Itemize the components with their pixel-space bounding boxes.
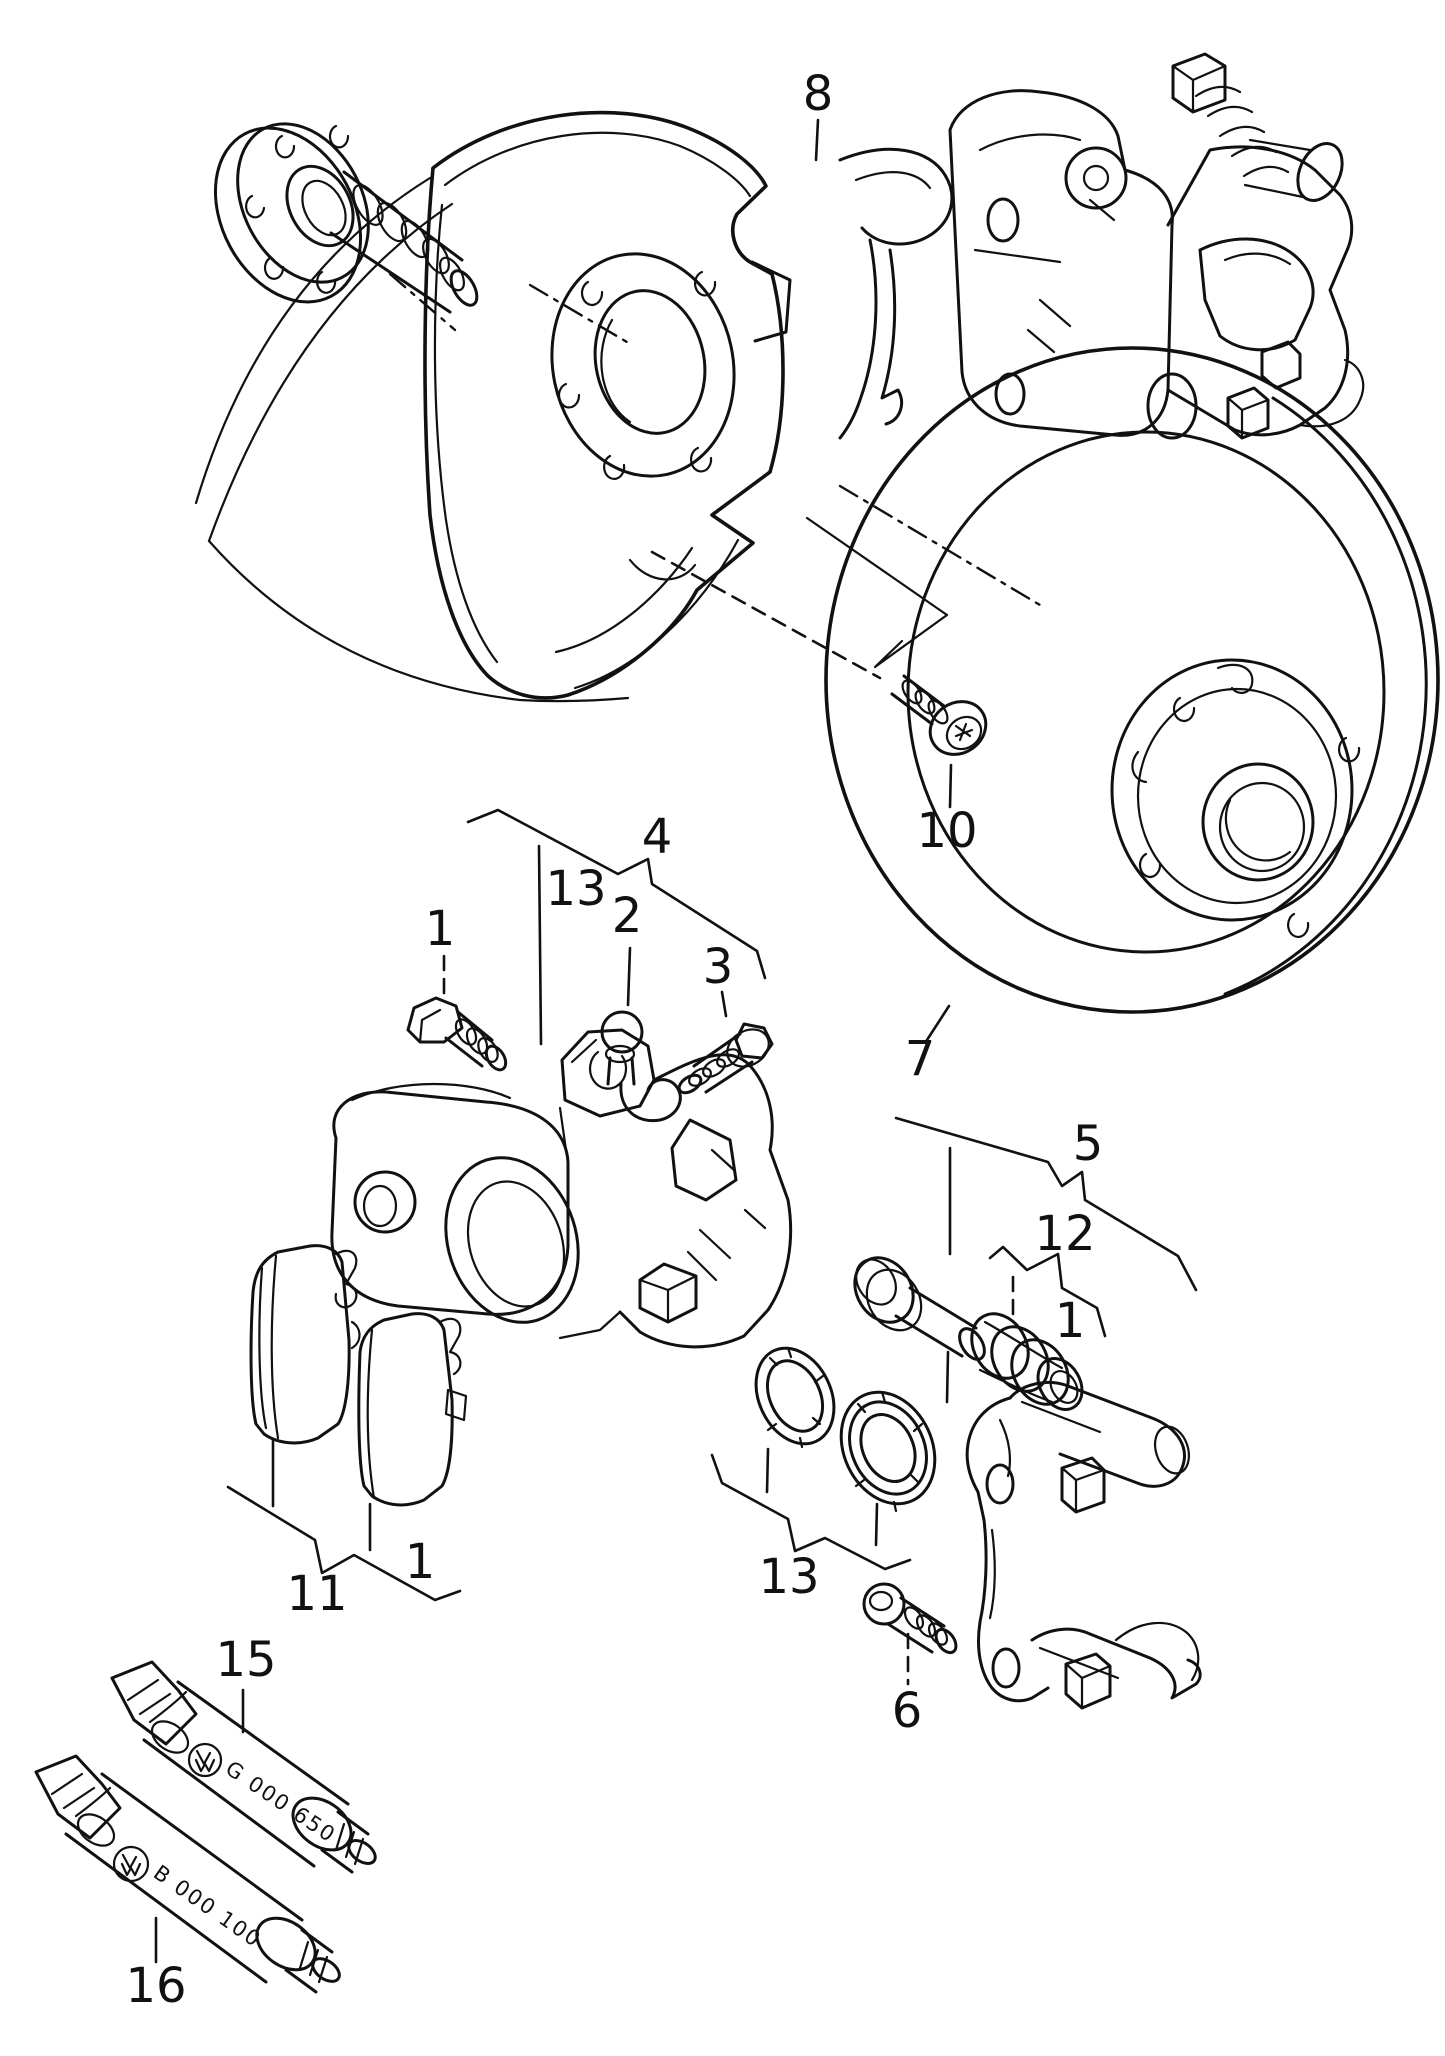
bracket-5 bbox=[894, 1116, 1198, 1292]
callout-12: 12 bbox=[1034, 1206, 1095, 1262]
caliper-housing bbox=[330, 1028, 793, 1349]
brake-pad-left bbox=[249, 1244, 361, 1445]
caliper-bolt bbox=[406, 996, 508, 1072]
callout-13-caliper: 13 bbox=[545, 861, 606, 917]
leader-2 bbox=[626, 946, 632, 1007]
callout-11: 11 bbox=[286, 1566, 347, 1622]
callout-3: 3 bbox=[703, 939, 734, 995]
valve-screw bbox=[677, 1022, 774, 1095]
vw-logo-icon bbox=[187, 1742, 223, 1778]
backing-plate: 8 bbox=[194, 66, 834, 703]
bracket-11 bbox=[226, 1485, 462, 1602]
guide-bushing bbox=[970, 1312, 1084, 1411]
callout-1-pad: 1 bbox=[405, 1534, 436, 1590]
assembly-axis-lines bbox=[388, 272, 1047, 610]
leader-13-caliper bbox=[537, 844, 543, 1046]
leader-7 bbox=[925, 1004, 951, 1042]
vw-logo-icon bbox=[112, 1845, 150, 1883]
seal-ring-small bbox=[754, 1346, 836, 1449]
callout-4: 4 bbox=[642, 809, 673, 865]
callout-1-caliper: 1 bbox=[425, 901, 456, 957]
callout-16: 16 bbox=[125, 1958, 186, 2014]
disc-screw: 10 bbox=[650, 516, 988, 859]
brake-pad-right bbox=[357, 1312, 468, 1507]
callout-13-carrier: 13 bbox=[758, 1549, 819, 1605]
leader-10 bbox=[948, 763, 953, 809]
callout-10: 10 bbox=[916, 803, 977, 859]
leader-dash-10 bbox=[650, 550, 882, 680]
bracket-13-carrier bbox=[710, 1453, 912, 1571]
carrier-group: 5 12 1 bbox=[710, 1116, 1202, 1739]
leader-5 bbox=[945, 1146, 952, 1404]
bracket-4 bbox=[466, 808, 767, 980]
callout-8: 8 bbox=[803, 66, 834, 122]
grease-tube-upper: G 000 650 15 bbox=[110, 1632, 377, 1874]
wheel-hub bbox=[213, 122, 479, 314]
callout-5: 5 bbox=[1073, 1116, 1104, 1172]
callout-6: 6 bbox=[892, 1683, 923, 1739]
callout-1-bush: 1 bbox=[1055, 1293, 1086, 1349]
guide-pin-bolt bbox=[853, 1256, 986, 1361]
caliper-assembled bbox=[838, 52, 1365, 440]
callout-7: 7 bbox=[905, 1031, 936, 1087]
carrier-screw bbox=[862, 1582, 958, 1655]
tube-code-upper: G 000 650 bbox=[221, 1756, 340, 1847]
callout-2: 2 bbox=[612, 888, 643, 944]
brake-pads: 11 1 bbox=[226, 1244, 468, 1622]
caliper-housing-group: 4 13 2 3 1 bbox=[330, 808, 793, 1349]
callout-15: 15 bbox=[215, 1632, 276, 1688]
leader-seal-large bbox=[874, 1502, 879, 1547]
seal-ring-large bbox=[839, 1390, 937, 1513]
brake-disc: 7 bbox=[824, 346, 1440, 1087]
leader-8 bbox=[814, 118, 820, 162]
leader-3 bbox=[720, 990, 728, 1018]
grease-tube-lower: B 000 100 16 bbox=[34, 1754, 341, 2014]
bracket-12 bbox=[988, 1245, 1107, 1338]
leader-seal-small bbox=[765, 1447, 770, 1494]
caliper-carrier bbox=[965, 1380, 1202, 1710]
grease-tubes: G 000 650 15 B 000 100 16 bbox=[34, 1632, 377, 2014]
